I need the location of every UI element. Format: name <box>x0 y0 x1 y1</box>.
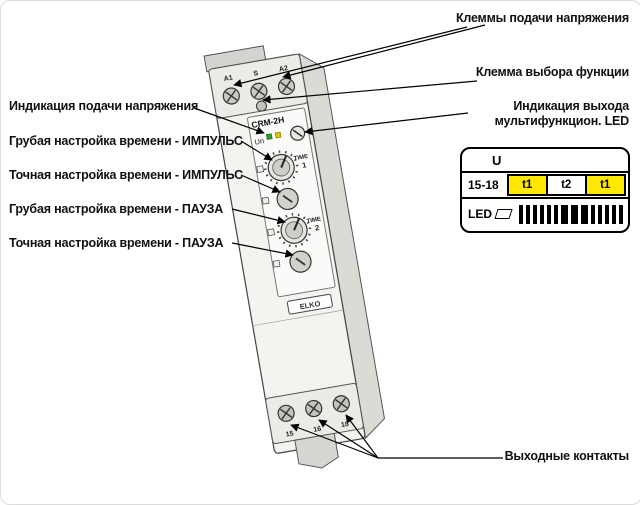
leader-function-terminal <box>262 80 478 104</box>
callout-supply-terminals: Клеммы подачи напряжения <box>455 11 629 25</box>
led-bar <box>547 204 551 224</box>
time1-num: 1 <box>301 160 307 170</box>
dial-slot <box>292 129 303 138</box>
leader-supply-a1 <box>233 26 468 88</box>
timing-segment: t1 <box>584 174 626 196</box>
knob-slot <box>295 257 306 266</box>
screw-slot <box>226 89 236 103</box>
front-seam-line <box>252 309 344 327</box>
brand-logo-text: ELKO <box>299 299 321 311</box>
led-bar <box>619 204 623 224</box>
callout-fine-pulse: Точная настройка времени - ИМПУЛЬС <box>9 168 243 182</box>
terminal-label-16: 16 <box>313 426 322 434</box>
led-bar-track <box>519 204 623 224</box>
led-bar <box>581 204 588 224</box>
screw-slot <box>309 402 319 415</box>
power-led-label: Un <box>254 136 265 147</box>
leader-output-16 <box>318 419 379 459</box>
timing-led-row: LED <box>462 199 628 229</box>
screw-slot <box>254 85 264 98</box>
leader-supply-a2 <box>282 24 486 80</box>
led-bar <box>605 204 609 224</box>
bottom-terminal-screws <box>277 395 350 422</box>
timing-contact-row: 15-18 t1 t2 t1 <box>462 173 628 199</box>
terminal-label-18: 18 <box>341 421 350 429</box>
timing-u-row: U <box>462 149 628 173</box>
time2-word: TIME <box>306 217 321 225</box>
callout-multifunction-led-line2: мультифункцион. LED <box>494 114 630 128</box>
time1-word: TIME <box>293 154 308 162</box>
range-pictogram-icon <box>267 228 276 237</box>
power-led-icon <box>265 133 273 140</box>
screw-slot <box>281 80 292 93</box>
callout-power-indication: Индикация подачи напряжения <box>9 99 199 113</box>
timing-segment: t1 <box>506 174 548 196</box>
relay-device: A1 S A2 CRM-2H Un <box>203 45 385 469</box>
led-bar <box>554 204 558 224</box>
brand-logo <box>286 293 333 315</box>
led-bar <box>519 204 523 224</box>
leader-lines <box>193 24 503 459</box>
leader-output-18 <box>345 414 379 459</box>
led-bar <box>561 204 568 224</box>
knob-slot <box>282 194 293 203</box>
range-pictogram-icon <box>272 259 281 268</box>
leader-coarse-pulse <box>240 140 273 161</box>
leader-coarse-pause <box>231 208 286 225</box>
leader-output-15 <box>290 423 379 459</box>
callout-coarse-pause: Грубая настройка времени - ПАУЗА <box>9 202 224 216</box>
timing-segment-track: t1 t2 t1 <box>506 174 626 196</box>
timing-segment: t2 <box>545 174 587 196</box>
leader-fine-pause <box>231 242 294 258</box>
led-bar <box>526 204 530 224</box>
led-bar <box>612 204 616 224</box>
leader-power-indication <box>193 107 265 135</box>
terminal-label-15: 15 <box>285 430 294 438</box>
terminal-label-a2: A2 <box>279 65 289 73</box>
terminal-label-a1: A1 <box>223 75 233 83</box>
leader-fine-pulse <box>240 174 281 193</box>
led-bar <box>591 204 595 224</box>
time2-num: 2 <box>314 223 320 233</box>
range-pictogram-icon <box>261 196 270 205</box>
callout-fine-pause: Точная настройка времени - ПАУЗА <box>9 236 224 250</box>
timing-diagram: U 15-18 t1 t2 t1 LED <box>460 147 630 233</box>
callout-function-terminal: Клемма выбора функции <box>475 65 629 79</box>
timing-u-label: U <box>492 152 502 168</box>
led-bar <box>540 204 544 224</box>
screw-slot <box>281 407 291 420</box>
timing-led-label: LED <box>468 207 492 221</box>
callout-multifunction-led: Индикация выхода мультифункцион. LED <box>494 99 630 129</box>
leader-multifunction-led <box>304 112 469 136</box>
knob-pointer <box>280 155 288 168</box>
knob2-tick-ring <box>276 213 312 248</box>
led-symbol-icon <box>494 209 513 219</box>
terminal-label-s: S <box>253 70 259 78</box>
knob-pointer <box>293 217 301 231</box>
timing-contact-label: 15-18 <box>468 178 499 192</box>
din-clip <box>294 432 339 469</box>
led-bar <box>571 204 578 224</box>
callout-output-contacts: Выходные контакты <box>504 449 630 463</box>
callout-multifunction-led-line1: Индикация выхода <box>513 99 629 113</box>
callout-coarse-pulse: Грубая настройка времени - ИМПУЛЬС <box>9 134 243 148</box>
multifunction-led-icon <box>274 131 282 139</box>
function-terminal-screw <box>255 100 267 112</box>
led-bar <box>533 204 537 224</box>
screw-slot <box>336 397 346 410</box>
led-bar <box>598 204 602 224</box>
range-pictogram-icon <box>256 165 265 174</box>
